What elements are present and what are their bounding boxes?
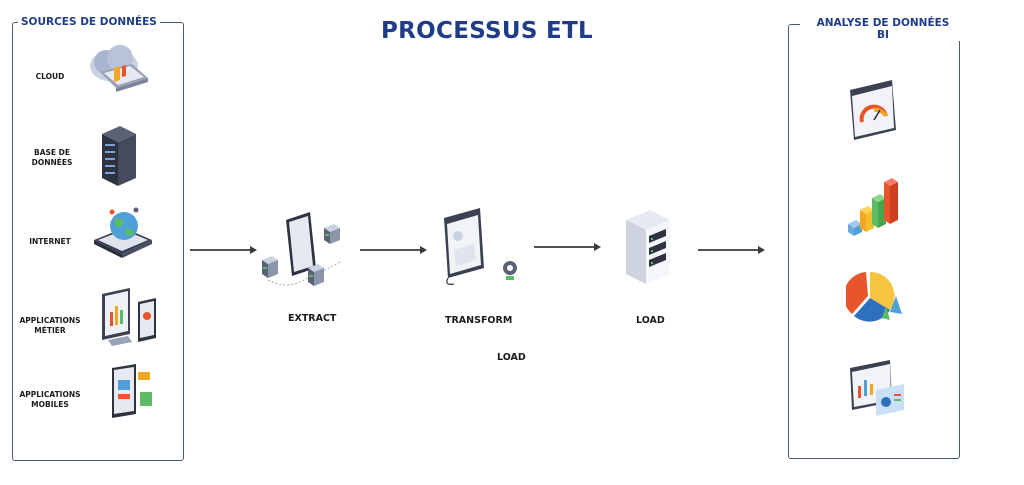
diagram-title: PROCESSUS ETL [381,18,594,44]
database-server-icon [102,126,136,186]
load-server-icon [626,210,670,284]
mobile-app-icon [112,364,152,418]
source-label-cloud: CLOUD [35,72,65,81]
cloud-laptop-icon [90,45,148,92]
step-label-load: LOAD [636,315,665,326]
gauge-dashboard-icon [850,80,896,140]
report-dashboard-icon [850,360,904,416]
arrow-extract-to-transform [360,246,427,254]
source-label-business-apps: APPLICATIONS MÉTIER [19,316,81,335]
arrow-load-to-analysis [698,246,765,254]
arrow-transform-to-load [534,243,601,251]
source-label-database: BASE DE DONNÉES [31,148,73,167]
analysis-panel-title: ANALYSE DE DONNÉES BI [800,17,966,41]
extra-load-label: LOAD [497,352,526,363]
transform-window-icon [444,208,517,285]
bar-chart-icon [848,178,898,236]
sources-panel-title: SOURCES DE DONNÉES [18,16,160,28]
step-label-transform: TRANSFORM [445,315,513,326]
globe-tablet-icon [94,207,152,258]
extract-tablet-icon [262,212,341,286]
business-apps-icon [102,288,156,346]
step-label-extract: EXTRACT [288,313,337,324]
source-label-mobile-apps: APPLICATIONS MOBILES [19,390,81,409]
pie-chart-icon [846,271,902,322]
arrow-sources-to-extract [190,246,257,254]
source-label-internet: INTERNET [29,237,71,246]
